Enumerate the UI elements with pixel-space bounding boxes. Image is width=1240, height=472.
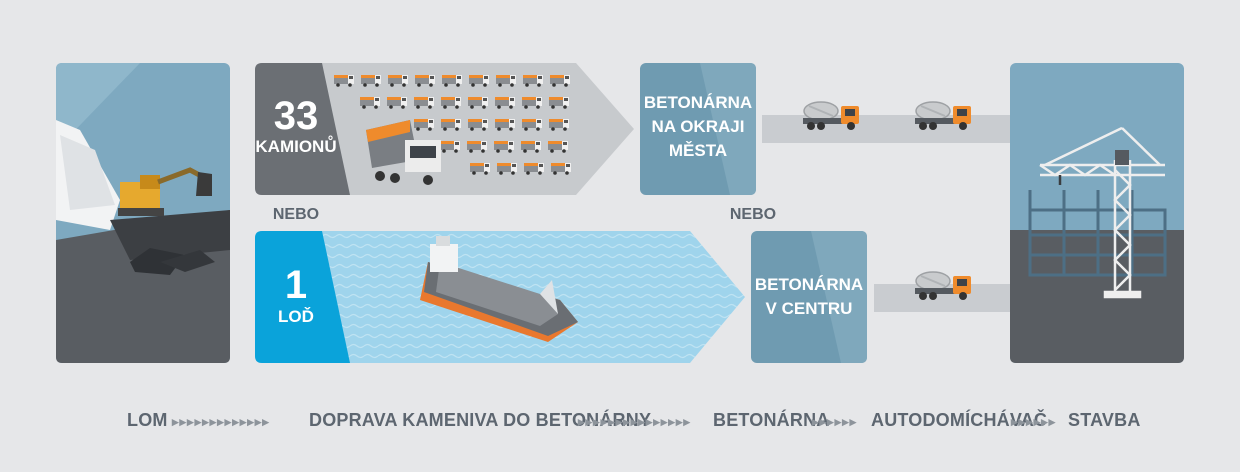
truck-route-arrow: 33 KAMIONŮ [255,63,634,195]
legend-step-site: STAVBA [1068,410,1141,430]
legend-step-mixer: AUTODOMÍCHÁVAČ [871,409,1047,430]
legend-arrows: ▸▸▸▸▸▸▸▸▸▸▸▸▸▸▸ [577,414,691,429]
construction-site-panel [1010,63,1184,363]
plant-outskirts-line1: BETONÁRNA [644,93,752,112]
legend-step-transport: DOPRAVA KAMENIVA DO BETONÁRNY [309,409,651,430]
dump-truck-icon [366,120,441,185]
legend-arrows: ▸▸▸▸▸▸ [811,414,858,429]
plant-outskirts-box: BETONÁRNA NA OKRAJI MĚSTA [640,63,756,195]
mixer-road-top [762,101,1036,143]
or-label-left: NEBO [273,206,319,223]
ship-route-arrow: 1 LOĎ [255,231,745,363]
ship-count: 1 [285,263,307,307]
legend-arrows: ▸▸▸▸▸▸▸▸▸▸▸▸▸ [171,414,270,429]
plant-center-box: BETONÁRNA V CENTRU [751,231,867,363]
plant-outskirts-line2: NA OKRAJI [652,117,745,136]
tower-crane-icon [1039,126,1165,299]
cargo-ship-icon [420,236,578,342]
legend-step-plant: BETONÁRNA [713,409,829,430]
plant-center-line2: V CENTRU [766,299,853,318]
mixer-road-bottom [874,271,1036,312]
truck-count: 33 [274,94,319,138]
plant-center-line1: BETONÁRNA [755,275,863,294]
legend-step-lom: LOM [127,410,168,430]
process-legend: LOM ▸▸▸▸▸▸▸▸▸▸▸▸▸ DOPRAVA KAMENIVA DO BE… [127,409,1141,430]
ship-unit-label: LOĎ [278,307,314,326]
quarry-panel [56,63,230,363]
or-label-right: NEBO [730,206,776,223]
plant-outskirts-line3: MĚSTA [669,141,727,160]
truck-unit-label: KAMIONŮ [255,136,336,156]
excavator-icon [118,167,212,216]
legend-arrows: ▸▸▸▸▸▸ [1010,414,1057,429]
building-frame [1028,190,1167,277]
